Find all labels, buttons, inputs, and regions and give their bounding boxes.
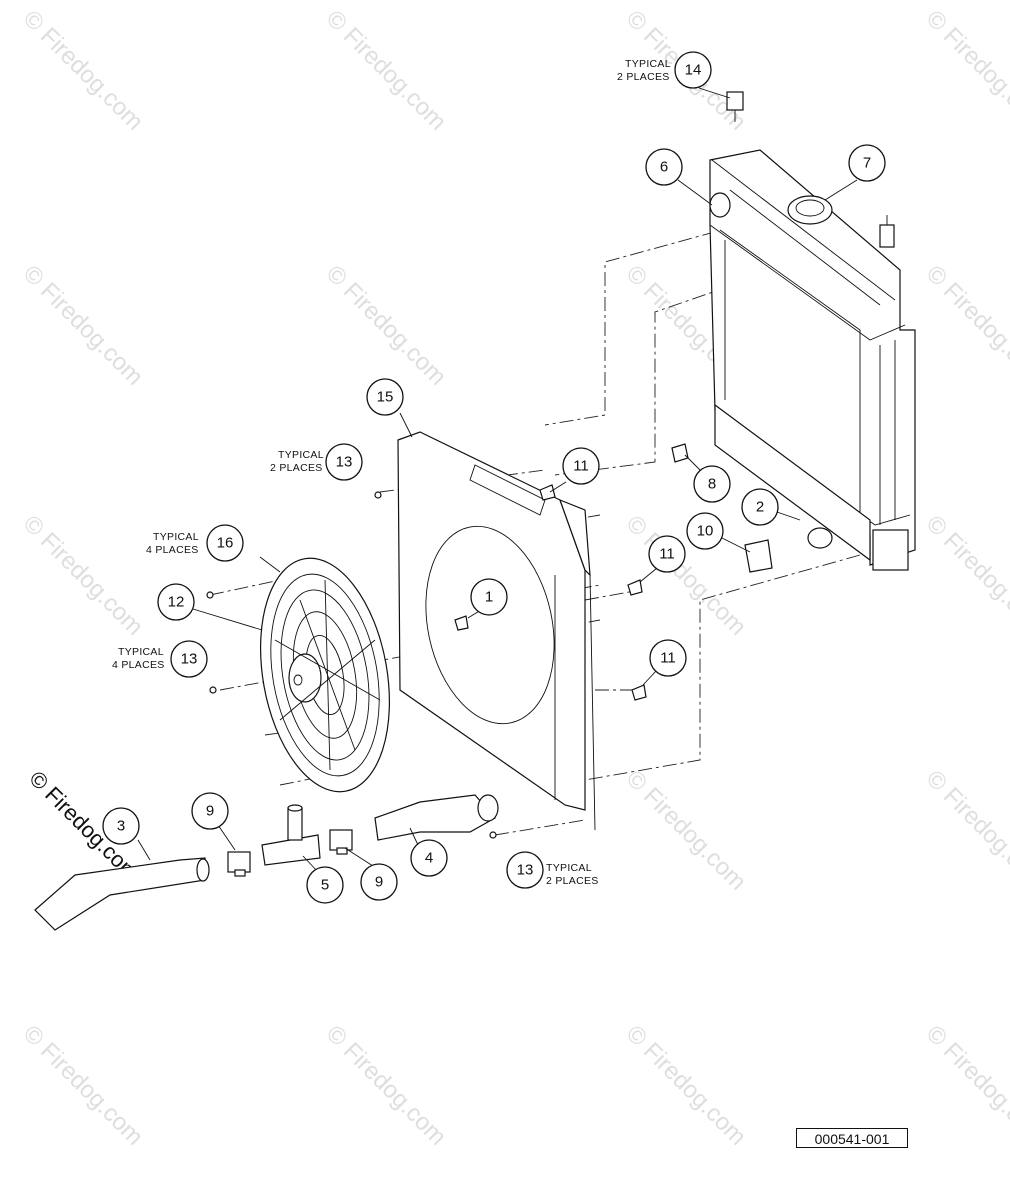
callouts: 14 TYPICAL 2 PLACES 6 7 15 13 TYPICAL 2 … bbox=[102, 51, 886, 904]
callout-12: 12 bbox=[157, 583, 195, 621]
callout-14: 14 TYPICAL 2 PLACES bbox=[617, 51, 712, 89]
watermark: © Firedog.com bbox=[921, 5, 1010, 136]
watermark: © Firedog.com bbox=[921, 510, 1010, 641]
callout-11-lower: 11 bbox=[649, 639, 687, 677]
watermark: © Firedog.com bbox=[621, 765, 752, 896]
callout-note: TYPICAL bbox=[546, 862, 592, 874]
callout-number: 12 bbox=[168, 594, 185, 611]
watermark: © Firedog.com bbox=[621, 1020, 752, 1151]
callout-note: 2 PLACES bbox=[270, 462, 323, 474]
callout-number: 4 bbox=[425, 850, 433, 867]
callout-7: 7 bbox=[848, 144, 886, 182]
callout-11-upper: 11 bbox=[562, 447, 600, 485]
callout-number: 6 bbox=[660, 159, 668, 176]
watermark: © Firedog.com bbox=[321, 5, 452, 136]
clamp-left bbox=[227, 851, 251, 877]
hose-lower bbox=[34, 857, 210, 931]
callout-number: 5 bbox=[321, 877, 329, 894]
callout-number: 9 bbox=[375, 874, 383, 891]
callout-15: 15 bbox=[366, 378, 404, 416]
callout-number: 11 bbox=[660, 650, 676, 667]
callout-number: 7 bbox=[863, 155, 871, 172]
callout-number: 8 bbox=[708, 476, 716, 493]
watermark: © Firedog.com bbox=[321, 1020, 452, 1151]
fan-shroud bbox=[397, 431, 596, 831]
callout-16: 16 TYPICAL 4 PLACES bbox=[146, 524, 244, 562]
watermark: © Firedog.com bbox=[621, 510, 752, 641]
callout-4: 4 bbox=[410, 839, 448, 877]
watermark: © Firedog.com bbox=[921, 765, 1010, 896]
callout-number: 15 bbox=[377, 389, 394, 406]
callout-note: TYPICAL bbox=[278, 449, 324, 461]
callout-9-right: 9 bbox=[360, 863, 398, 901]
callout-13-lower: 13 TYPICAL 2 PLACES bbox=[506, 851, 599, 889]
callout-1: 1 bbox=[470, 578, 508, 616]
drawing-number: 000541-001 bbox=[796, 1128, 908, 1148]
callout-13-upper: 13 TYPICAL 2 PLACES bbox=[270, 443, 363, 481]
callout-number: 16 bbox=[217, 535, 234, 552]
callout-note: TYPICAL bbox=[625, 58, 671, 70]
watermark: © Firedog.com bbox=[18, 5, 149, 136]
watermark: © Firedog.com bbox=[18, 260, 149, 391]
callout-2: 2 bbox=[741, 488, 779, 526]
hose-upper bbox=[374, 794, 499, 841]
callout-number: 11 bbox=[573, 458, 589, 475]
callout-note: 4 PLACES bbox=[146, 544, 199, 556]
callout-note: TYPICAL bbox=[118, 646, 164, 658]
callout-6: 6 bbox=[645, 148, 683, 186]
watermark: © Firedog.com bbox=[321, 260, 452, 391]
callout-note: 2 PLACES bbox=[546, 875, 599, 887]
watermark: © Firedog.com bbox=[921, 1020, 1010, 1151]
callout-number: 13 bbox=[517, 862, 534, 879]
callout-number: 2 bbox=[756, 499, 764, 516]
callout-9-left: 9 bbox=[191, 792, 229, 830]
radiator bbox=[709, 91, 916, 571]
callout-11-middle: 11 bbox=[648, 535, 686, 573]
watermark: © Firedog.com bbox=[18, 1020, 149, 1151]
callout-3: 3 bbox=[102, 807, 140, 845]
callout-number: 9 bbox=[206, 803, 214, 820]
callout-note: 4 PLACES bbox=[112, 659, 165, 671]
callout-note: TYPICAL bbox=[153, 531, 199, 543]
callout-number: 1 bbox=[485, 589, 493, 606]
callout-8: 8 bbox=[693, 465, 731, 503]
clamp-right bbox=[329, 829, 353, 855]
fasteners bbox=[206, 443, 773, 839]
tee-fitting bbox=[261, 804, 321, 866]
callout-10: 10 bbox=[686, 512, 724, 550]
callout-number: 3 bbox=[117, 818, 125, 835]
callout-number: 14 bbox=[685, 62, 702, 79]
watermark: © Firedog.com bbox=[18, 510, 149, 641]
callout-note: 2 PLACES bbox=[617, 71, 670, 83]
callout-number: 11 bbox=[659, 546, 675, 563]
callout-number: 13 bbox=[336, 454, 353, 471]
callout-number: 10 bbox=[697, 523, 714, 540]
callout-13-middle: 13 TYPICAL 4 PLACES bbox=[112, 640, 208, 678]
watermark: © Firedog.com bbox=[921, 260, 1010, 391]
fan-assembly bbox=[259, 557, 391, 793]
callout-5: 5 bbox=[306, 866, 344, 904]
callout-number: 13 bbox=[181, 651, 198, 668]
